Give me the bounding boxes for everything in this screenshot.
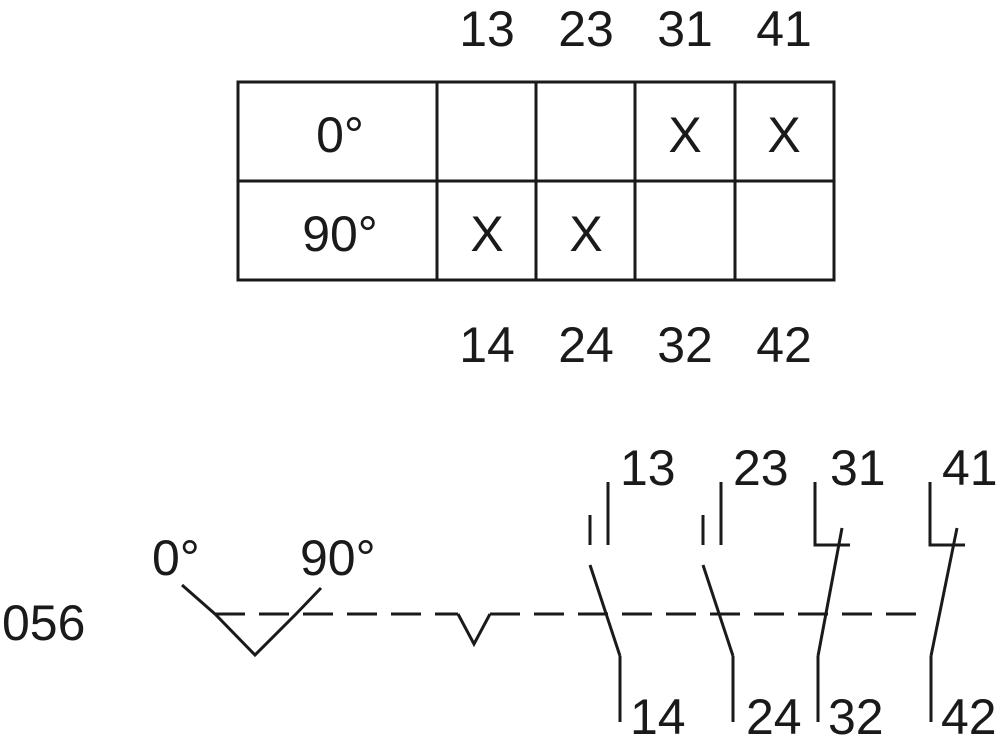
- table-top-terminal-23: 23: [558, 1, 614, 57]
- position-label-90: 90°: [300, 530, 376, 586]
- detent-symbol: [456, 613, 492, 648]
- table-bottom-terminal-42: 42: [756, 317, 812, 373]
- table-cell-mark: X: [470, 206, 503, 262]
- diagram-code: 056: [2, 595, 85, 651]
- contact-bottom-label: 14: [630, 689, 686, 740]
- contact-top-label: 13: [620, 440, 676, 496]
- table-cell-mark: X: [767, 107, 800, 163]
- contact-bottom-label: 42: [941, 689, 997, 740]
- contact-schematic: 056 0° 90° 13 14 23 24: [2, 440, 998, 740]
- contact-blade: [816, 527, 844, 657]
- table-bottom-terminal-24: 24: [558, 317, 614, 373]
- position-label-0: 0°: [152, 530, 200, 586]
- contact-nc-31-32: 31 32: [813, 440, 886, 740]
- contact-bottom-label: 24: [746, 689, 802, 740]
- contact-bottom-label: 32: [828, 689, 884, 740]
- contact-top-label: 31: [830, 440, 886, 496]
- table-bottom-terminal-14: 14: [459, 317, 515, 373]
- contact-blade: [588, 564, 622, 657]
- contact-top-label: 41: [942, 440, 998, 496]
- switching-table: 13 23 31 41 0° 90° X X X X 14 24 32 42: [236, 1, 836, 373]
- contact-top-label: 23: [733, 440, 789, 496]
- table-cell-mark: X: [569, 206, 602, 262]
- table-top-terminal-31: 31: [657, 1, 713, 57]
- contact-no-13-14: 13 14: [588, 440, 686, 740]
- actuator-notch-symbol: [181, 583, 323, 658]
- table-top-terminal-41: 41: [756, 1, 812, 57]
- table-cell-mark: X: [668, 107, 701, 163]
- table-row-position-0: 0°: [316, 107, 364, 163]
- table-bottom-terminal-32: 32: [657, 317, 713, 373]
- contact-nc-41-42: 41 42: [928, 440, 998, 740]
- contact-no-23-24: 23 24: [701, 440, 802, 740]
- contact-blade: [929, 527, 959, 657]
- contact-blade: [701, 564, 735, 657]
- table-row-position-90: 90°: [302, 206, 378, 262]
- table-top-terminal-13: 13: [459, 1, 515, 57]
